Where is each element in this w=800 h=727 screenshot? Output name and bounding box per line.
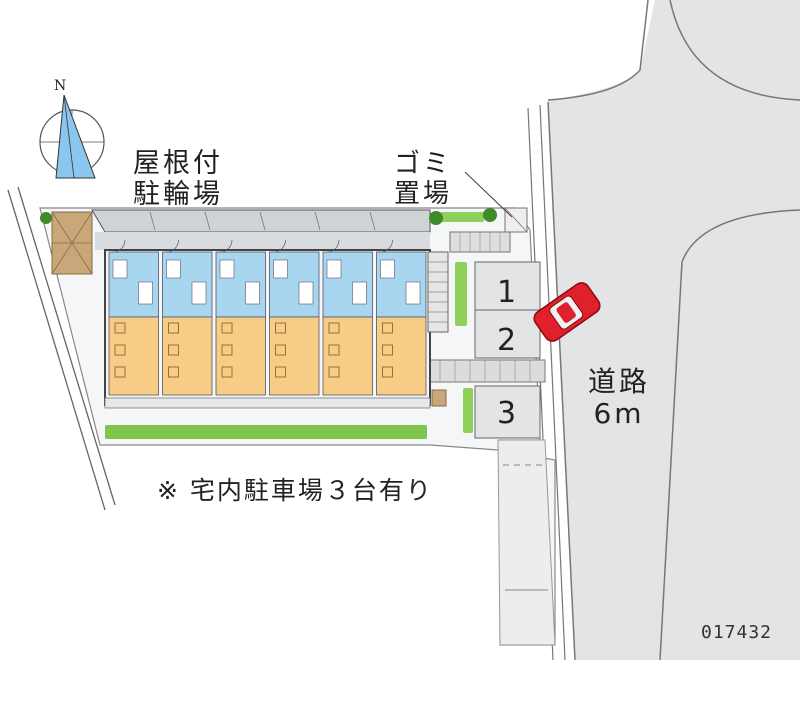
- apartment-unit: [162, 239, 213, 396]
- parking-slot-3-label: 3: [497, 396, 516, 431]
- compass-icon: N: [39, 78, 105, 179]
- tree-icon: [483, 208, 497, 222]
- hedge-south: [105, 425, 427, 439]
- parking-slot-2-area: [474, 309, 541, 359]
- garbage-area-label: ゴミ 置場: [394, 149, 453, 209]
- north-label: N: [54, 78, 66, 94]
- car-icon: [533, 282, 601, 342]
- bike-parking-label: 屋根付 駐輪場: [133, 148, 223, 211]
- hedge-east: [455, 262, 467, 326]
- hedge-lower: [463, 388, 473, 433]
- road-branch: [575, 0, 800, 660]
- parking-slot-3-area: [474, 385, 541, 439]
- tree-icon: [40, 212, 52, 224]
- apartment-unit: [108, 239, 159, 396]
- apartment-unit: [322, 239, 373, 396]
- apartment-units: [108, 239, 427, 396]
- corridor-roof: [91, 209, 431, 233]
- apartment-unit: [215, 239, 266, 396]
- parking-slot-1-area: [474, 261, 541, 311]
- parking-note: ※ 宅内駐車場３台有り: [157, 476, 433, 505]
- parking-slot-2-label: 2: [497, 323, 516, 358]
- apartment-unit: [376, 239, 427, 396]
- hedge-top: [440, 212, 484, 222]
- tree-icon: [429, 211, 443, 225]
- utility-box: [431, 389, 447, 407]
- parking-slot-1-label: 1: [497, 275, 516, 310]
- apartment-unit: [269, 239, 320, 396]
- road-label: 道路 6m: [588, 365, 651, 431]
- property-id: 017432: [701, 622, 773, 643]
